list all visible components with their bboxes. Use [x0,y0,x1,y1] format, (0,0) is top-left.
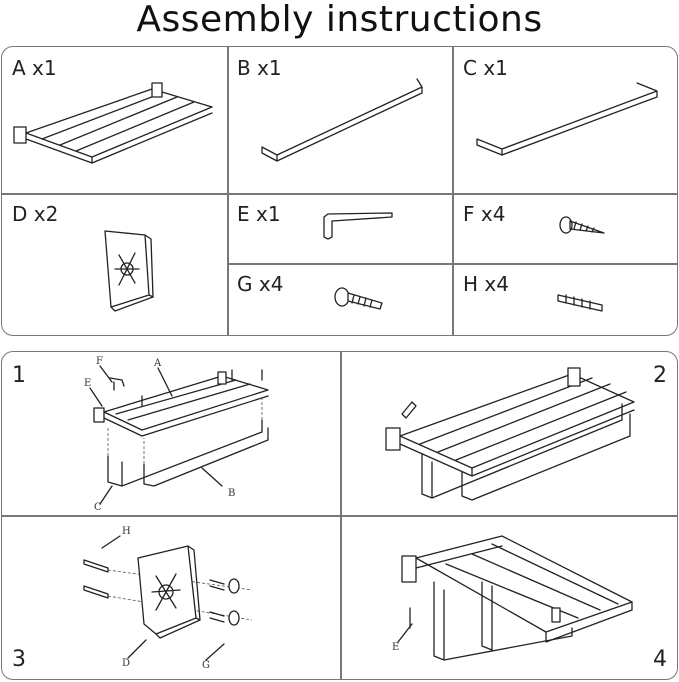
part-b-label: B x1 [237,56,282,80]
wall-anchor-icon [557,294,603,312]
step-4-illustration: E [392,535,633,661]
step-3-number: 3 [12,647,26,672]
step-2-illustration [385,367,635,501]
divider [227,47,229,335]
part-h-label: H x4 [463,272,509,296]
divider [2,193,677,195]
part-f-label: F x4 [463,202,506,226]
step-3-illustration: H D G [83,526,253,671]
part-g-label: G x4 [237,272,284,296]
divider [2,515,677,517]
part-e-label: E x1 [237,202,281,226]
step-1-illustration: F A E B C [84,356,269,513]
callout-d: D [122,658,130,669]
part-d-label: D x2 [12,202,59,226]
part-c-label: C x1 [463,56,508,80]
step-4-number: 4 [653,647,667,672]
divider [452,47,454,335]
wood-screw-icon [559,216,605,234]
allen-key-icon [323,212,393,240]
callout-e-step-4: E [392,642,399,653]
divider [228,263,677,265]
callout-h: H [122,526,131,537]
page-title: Assembly instructions [136,0,543,40]
step-2-number: 2 [653,363,667,388]
machine-screw-icon [334,287,383,310]
assembly-steps-panel: 1 F A E B C 2 [1,351,678,680]
parts-list-panel: A x1 B x1 C x1 D x2 [1,46,678,336]
towel-bar-b-illustration [261,78,423,162]
towel-bar-c-illustration [476,82,658,156]
callout-g: G [202,660,210,671]
callout-e: E [84,378,91,389]
callout-a: A [153,358,162,369]
mounting-bracket-illustration [104,230,154,312]
step-1-number: 1 [12,363,26,388]
callout-c: C [94,502,102,513]
callout-b: B [228,488,235,499]
towel-shelf-illustration [13,82,213,164]
callout-f: F [96,356,103,367]
part-a-label: A x1 [12,56,57,80]
